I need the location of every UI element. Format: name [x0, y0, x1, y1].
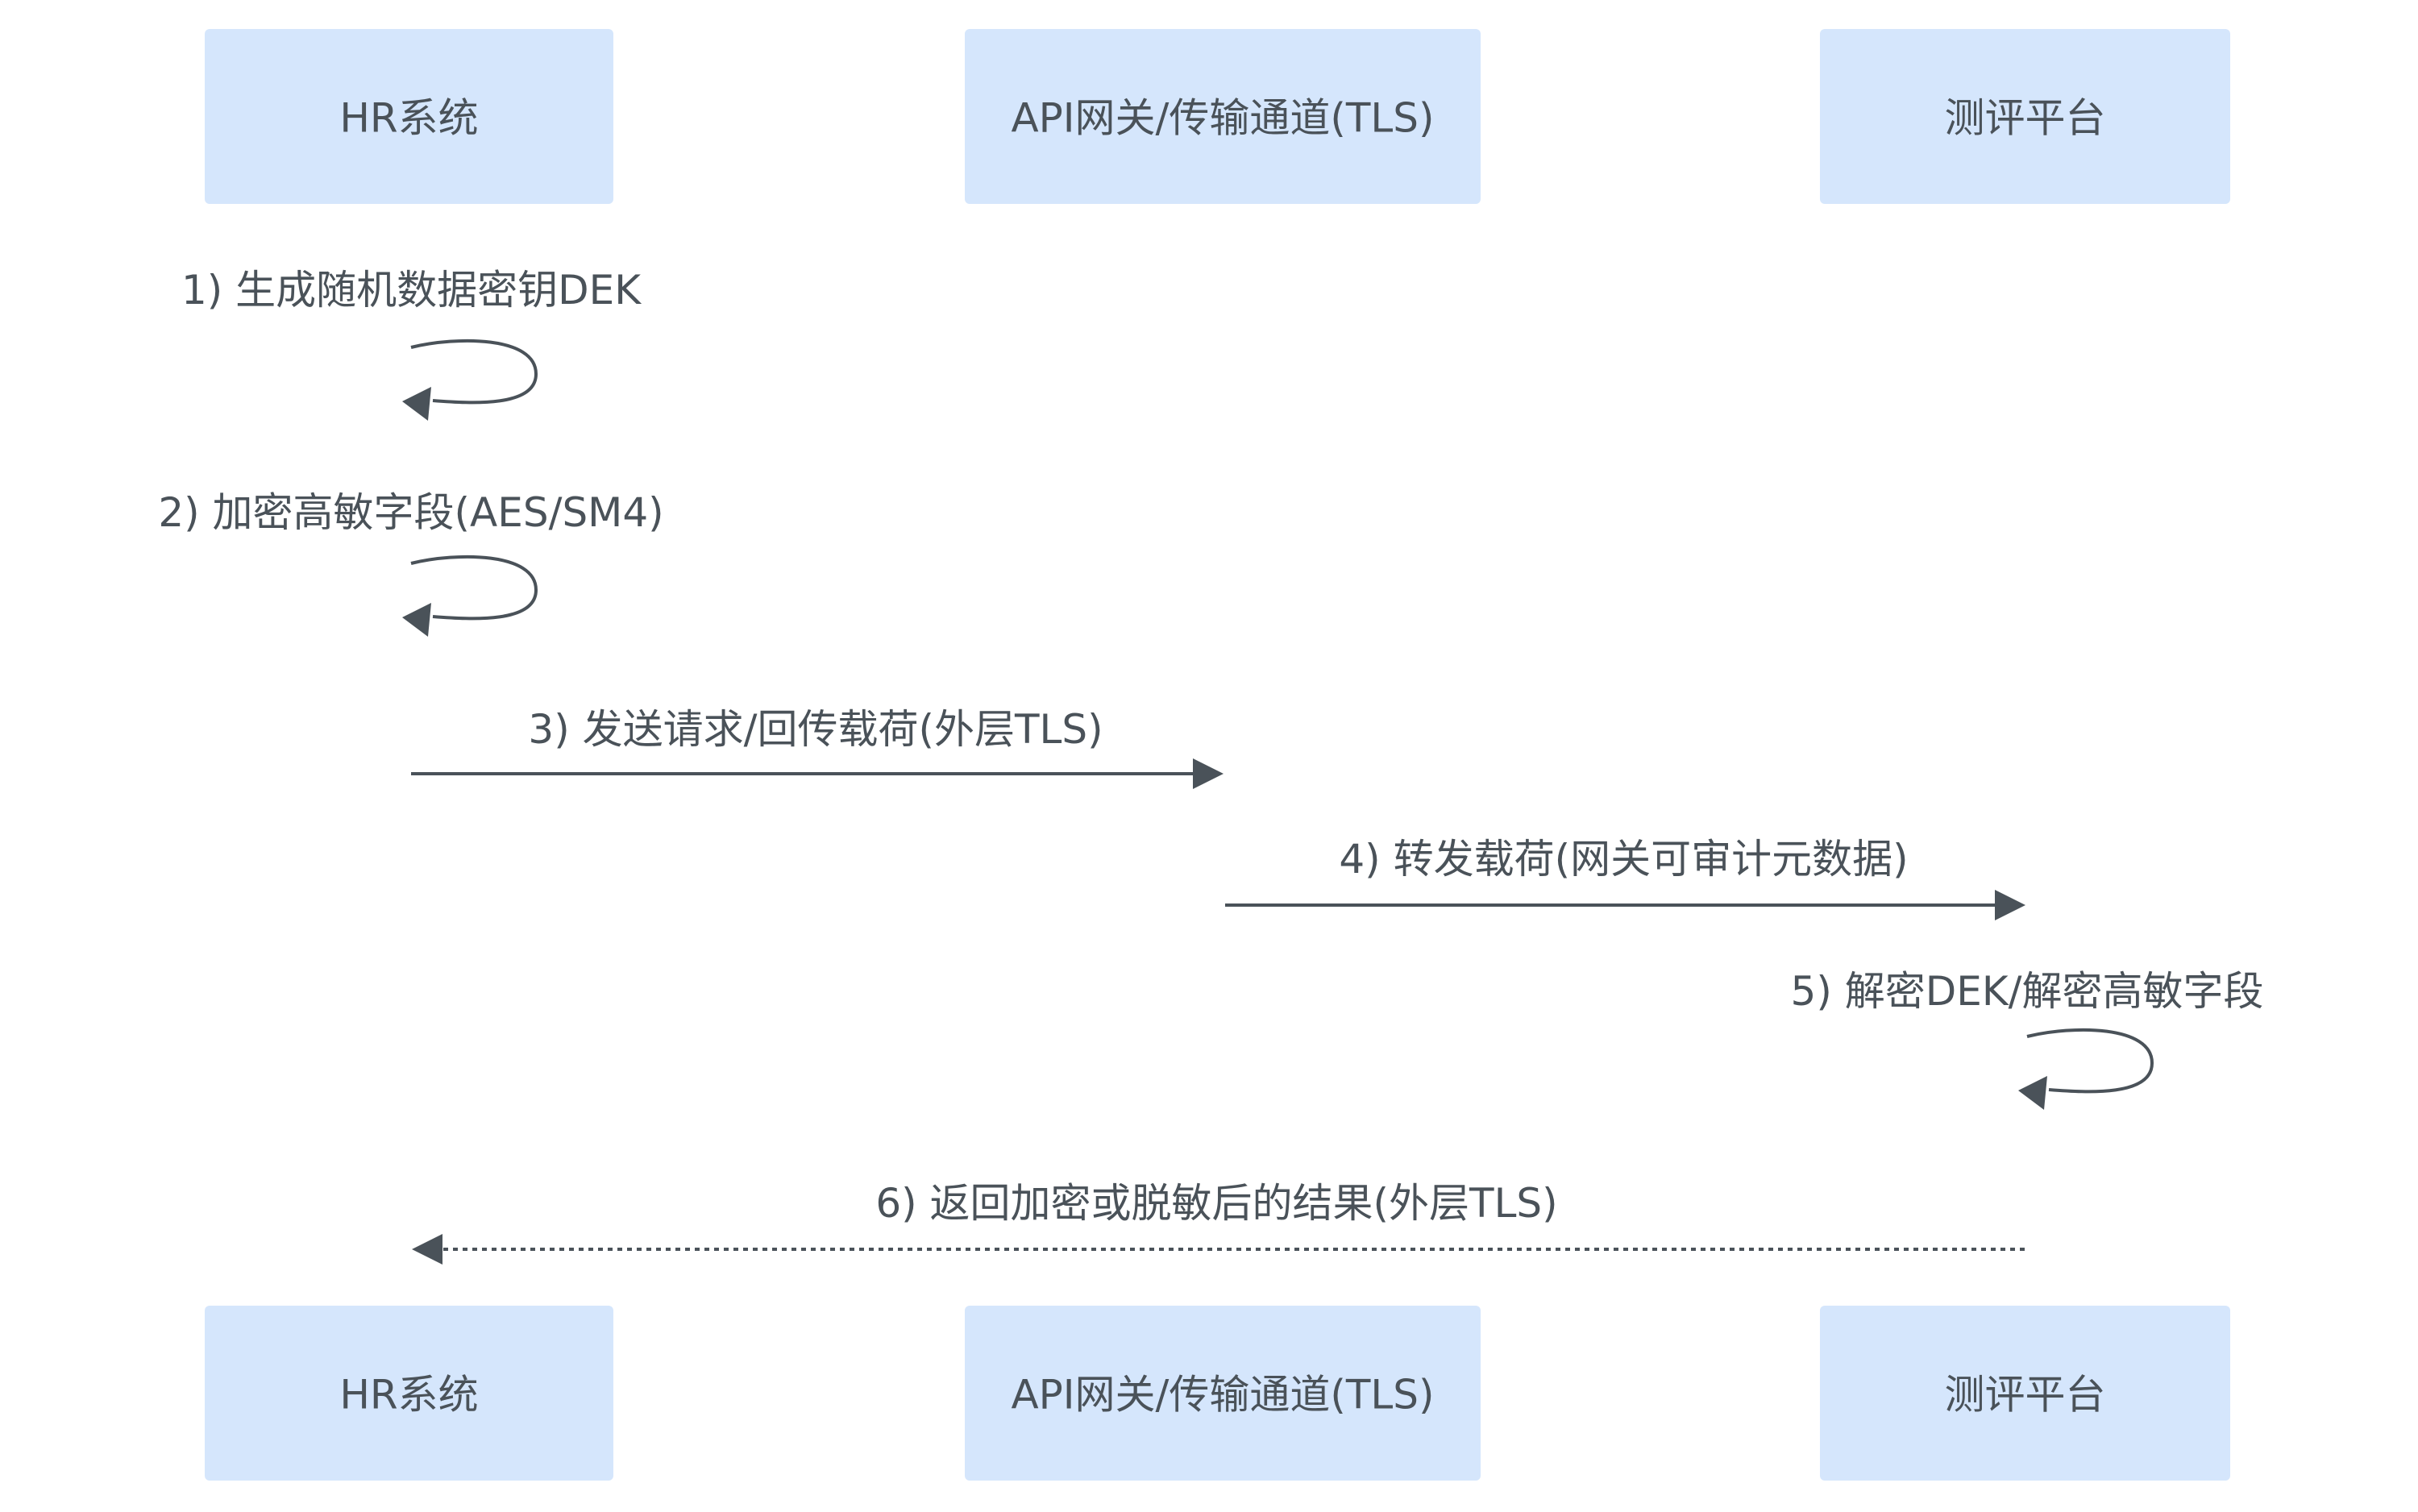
arrowhead-icon: [402, 387, 431, 421]
message-4: 4) 转发载荷(网关可审计元数据): [1225, 836, 2025, 920]
self-loop-line: [2026, 1028, 2154, 1094]
participant-box: [205, 29, 613, 204]
arrowhead-icon: [1995, 890, 2025, 920]
arrowhead-icon: [2018, 1076, 2047, 1110]
participant-label: API网关/传输通道(TLS): [1011, 1372, 1434, 1419]
participants-bottom: HR系统 API网关/传输通道(TLS) 测评平台: [205, 1306, 2230, 1481]
arrowhead-icon: [1193, 758, 1224, 789]
participant-eval-bottom: 测评平台: [1820, 1306, 2230, 1481]
message-3: 3) 发送请求/回传载荷(外层TLS): [411, 706, 1224, 789]
message-6: 6) 返回加密或脱敏后的结果(外层TLS): [412, 1180, 2025, 1265]
participant-label: 测评平台: [1945, 1372, 2106, 1419]
self-loop-line: [410, 555, 538, 621]
participant-box: [965, 1306, 1481, 1481]
message-label: 6) 返回加密或脱敏后的结果(外层TLS): [875, 1180, 1557, 1227]
message-label: 3) 发送请求/回传载荷(外层TLS): [528, 706, 1103, 753]
message-label: 1) 生成随机数据密钥DEK: [181, 267, 642, 314]
self-loop-line: [410, 339, 538, 405]
message-label: 2) 加密高敏字段(AES/SM4): [158, 489, 663, 536]
participant-label: HR系统: [339, 95, 478, 142]
participant-box: [965, 29, 1481, 204]
participant-label: 测评平台: [1945, 95, 2106, 142]
participant-hr-bottom: HR系统: [205, 1306, 613, 1481]
message-label: 4) 转发载荷(网关可审计元数据): [1339, 836, 1908, 883]
participant-box: [1820, 1306, 2230, 1481]
message-2: 2) 加密高敏字段(AES/SM4): [158, 489, 664, 637]
message-1: 1) 生成随机数据密钥DEK: [181, 267, 642, 421]
messages: 1) 生成随机数据密钥DEK 2) 加密高敏字段(AES/SM4) 3) 发送请求/…: [158, 267, 2263, 1265]
participant-gw-top: API网关/传输通道(TLS): [965, 29, 1481, 204]
participant-eval-top: 测评平台: [1820, 29, 2230, 204]
message-label: 5) 解密DEK/解密高敏字段: [1791, 968, 2264, 1015]
participant-box: [1820, 29, 2230, 204]
participant-box: [205, 1306, 613, 1481]
participant-label: API网关/传输通道(TLS): [1011, 95, 1434, 142]
arrowhead-icon: [412, 1234, 442, 1265]
message-5: 5) 解密DEK/解密高敏字段: [1791, 968, 2264, 1110]
participants-top: HR系统 API网关/传输通道(TLS) 测评平台: [205, 29, 2230, 204]
participant-hr-top: HR系统: [205, 29, 613, 204]
participant-gw-bottom: API网关/传输通道(TLS): [965, 1306, 1481, 1481]
arrowhead-icon: [402, 603, 431, 637]
participant-label: HR系统: [339, 1372, 478, 1419]
